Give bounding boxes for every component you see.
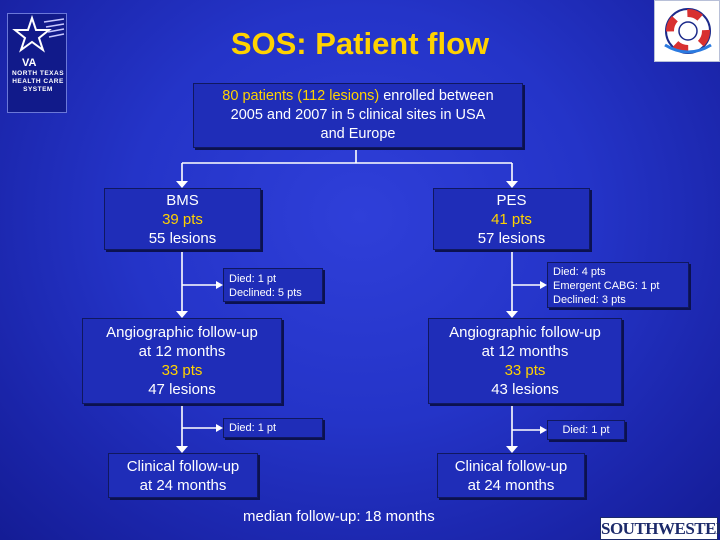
bms-dropout-1-died: Died: 1 pt (229, 272, 317, 286)
pes-angio-pts: 33 pts (505, 361, 546, 380)
pes-angio-line-1: Angiographic follow-up (449, 323, 601, 342)
pes-angio-box: Angiographic follow-up at 12 months 33 p… (428, 318, 622, 404)
bms-dropout-2-died: Died: 1 pt (229, 421, 317, 435)
pes-clinical-box: Clinical follow-up at 24 months (437, 453, 585, 498)
bms-clinical-line-2: at 24 months (140, 476, 227, 495)
pes-pts: 41 pts (491, 210, 532, 229)
pes-box: PES 41 pts 57 lesions (433, 188, 590, 250)
logo-line-2: HEALTH CARE (11, 78, 65, 86)
pes-angio-lesions: 43 lesions (491, 380, 559, 399)
pes-dropout-note-1: Died: 4 pts Emergent CABG: 1 pt Declined… (547, 262, 689, 308)
bms-lesions: 55 lesions (149, 229, 217, 248)
bms-name: BMS (166, 191, 199, 210)
bms-box: BMS 39 pts 55 lesions (104, 188, 261, 250)
southwestern-logo: SOUTHWESTERN (600, 517, 718, 540)
enrollment-line-3: and Europe (321, 125, 396, 144)
pes-angio-line-2: at 12 months (482, 342, 569, 361)
enrollment-line-2: 2005 and 2007 in 5 clinical sites in USA (231, 106, 486, 125)
bms-clinical-line-1: Clinical follow-up (127, 457, 240, 476)
pes-dropout-1-declined: Declined: 3 pts (553, 293, 683, 307)
bms-pts: 39 pts (162, 210, 203, 229)
pes-dropout-2-died: Died: 1 pt (553, 423, 619, 437)
pes-name: PES (496, 191, 526, 210)
bms-angio-line-1: Angiographic follow-up (106, 323, 258, 342)
pes-dropout-note-2: Died: 1 pt (547, 420, 625, 440)
bms-clinical-box: Clinical follow-up at 24 months (108, 453, 258, 498)
slide-title: SOS: Patient flow (0, 26, 720, 62)
pes-dropout-1-cabg: Emergent CABG: 1 pt (553, 279, 683, 293)
bms-angio-box: Angiographic follow-up at 12 months 33 p… (82, 318, 282, 404)
enrollment-box: 80 patients (112 lesions) enrolled betwe… (193, 83, 523, 148)
pes-lesions: 57 lesions (478, 229, 546, 248)
pes-clinical-line-1: Clinical follow-up (455, 457, 568, 476)
bms-angio-lesions: 47 lesions (148, 380, 216, 399)
enrollment-line-1: enrolled between (379, 88, 493, 104)
pes-clinical-line-2: at 24 months (468, 476, 555, 495)
pes-dropout-1-died: Died: 4 pts (553, 265, 683, 279)
logo-line-3: SYSTEM (11, 86, 65, 94)
enrollment-highlight: 80 patients (112 lesions) (222, 88, 379, 104)
bms-angio-pts: 33 pts (162, 361, 203, 380)
median-follow-up-note: median follow-up: 18 months (243, 508, 435, 525)
bms-dropout-note-2: Died: 1 pt (223, 418, 323, 438)
bms-angio-line-2: at 12 months (139, 342, 226, 361)
bms-dropout-1-declined: Declined: 5 pts (229, 286, 317, 300)
bms-dropout-note-1: Died: 1 pt Declined: 5 pts (223, 268, 323, 302)
logo-line-1: NORTH TEXAS (11, 70, 65, 78)
